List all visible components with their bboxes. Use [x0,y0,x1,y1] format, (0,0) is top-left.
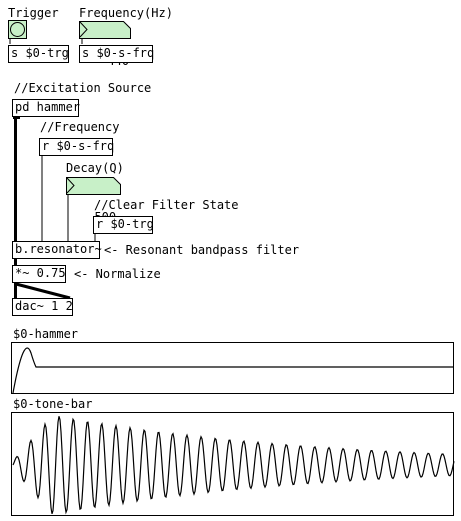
trigger-label: Trigger [8,6,59,20]
frequency-comment: //Frequency [40,120,120,134]
frequency-number-box[interactable]: 440 [79,21,131,68]
normalize-comment: <- Normalize [74,267,161,281]
receive-trg-object[interactable]: r $0-trg [93,216,154,234]
excitation-comment: //Excitation Source [14,81,152,95]
number-box-frame-icon [66,177,121,195]
clear-filter-comment: //Clear Filter State [94,198,239,212]
multiply-object[interactable]: *~ 0.75 [12,265,66,283]
pd-hammer-outlet [13,116,20,119]
decay-label: Decay(Q) [66,161,124,175]
tone-bar-array-graph[interactable] [11,412,455,516]
frequency-label: Frequency(Hz) [79,6,173,20]
hammer-waveform [12,347,453,394]
decay-number-box[interactable]: 500 [66,177,121,224]
cord-multiply-to-dac-right [15,282,71,300]
tone-bar-waveform [12,416,455,515]
pd-hammer-object[interactable]: pd hammer [12,99,80,117]
number-box-frame-icon [79,21,131,39]
send-trg-object[interactable]: s $0-trg [8,45,69,63]
bang-circle-icon [10,22,25,37]
hammer-array-graph[interactable] [11,342,454,394]
trigger-bang-button[interactable] [8,20,27,39]
hammer-array-name: $0-hammer [13,327,79,341]
tone-bar-array-name: $0-tone-bar [13,397,93,411]
receive-frq-object[interactable]: r $0-s-frq [39,138,114,156]
send-frq-object[interactable]: s $0-s-frq [79,45,154,63]
resonant-filter-comment: <- Resonant bandpass filter [104,243,300,257]
resonator-object[interactable]: b.resonator~ [12,241,102,259]
dac-object[interactable]: dac~ 1 2 [12,298,73,316]
